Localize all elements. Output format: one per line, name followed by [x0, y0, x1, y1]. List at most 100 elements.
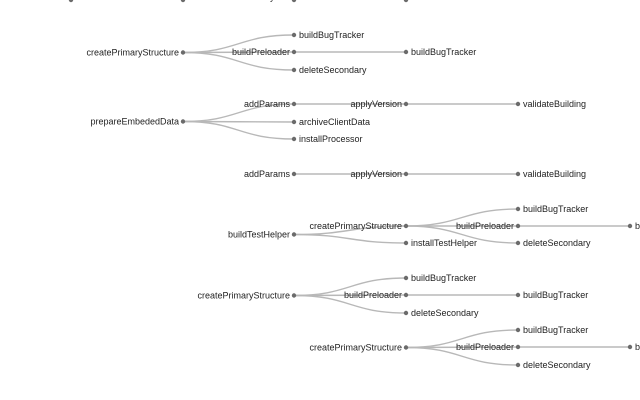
node-dot[interactable]: [291, 67, 297, 73]
tree-node[interactable]: buildBugTracker: [403, 273, 476, 283]
node-dot[interactable]: [515, 240, 521, 246]
tree-node[interactable]: createPrimaryStructure: [86, 48, 186, 58]
node-label: applyVersion: [350, 99, 402, 109]
node-dot[interactable]: [515, 223, 521, 229]
tree-node[interactable]: buildBugTracker: [403, 47, 476, 57]
node-dot[interactable]: [291, 119, 297, 125]
tree-node[interactable]: buildBugTracker: [291, 30, 364, 40]
node-label: createPrimaryStructure: [309, 343, 402, 353]
tree-node[interactable]: minifyCss: [251, 0, 297, 3]
node-label: buildPreloader: [232, 47, 290, 57]
tree-node[interactable]: buildPreloader: [456, 342, 521, 352]
node-label: buildPreloader: [456, 342, 514, 352]
node-dot[interactable]: [180, 0, 186, 3]
node-dot[interactable]: [515, 171, 521, 177]
tree-node[interactable]: addParams: [244, 169, 297, 179]
tree-node[interactable]: b: [627, 342, 640, 352]
node-dot[interactable]: [627, 223, 633, 229]
node-label: b: [635, 342, 640, 352]
node-dot[interactable]: [180, 50, 186, 55]
node-label: b: [635, 221, 640, 231]
node-dot[interactable]: [291, 136, 297, 142]
node-label: minifyCss: [251, 0, 291, 2]
node-dot[interactable]: [515, 344, 521, 350]
node-dot[interactable]: [403, 101, 409, 107]
node-label: prepareEmbededData: [90, 117, 179, 127]
node-dot[interactable]: [403, 0, 409, 3]
tree-node[interactable]: createPrimaryStructure: [309, 343, 409, 353]
tree-link: [405, 225, 519, 244]
node-dot[interactable]: [515, 362, 521, 368]
node-dot[interactable]: [515, 327, 521, 333]
node-dot[interactable]: [515, 206, 521, 212]
tree-node[interactable]: addParams: [244, 99, 297, 109]
node-dot[interactable]: [403, 345, 409, 350]
node-dot[interactable]: [291, 32, 297, 38]
node-label: deleteSecondary: [411, 308, 479, 318]
node-label: addParams: [244, 99, 291, 109]
node-dot[interactable]: [291, 293, 297, 298]
node-dot[interactable]: [515, 101, 521, 107]
tree-node[interactable]: renameVarsInFiles: [104, 0, 186, 3]
tree-link: [182, 120, 295, 140]
tree-node[interactable]: installProcessor: [291, 134, 363, 144]
node-label: archiveClientData: [299, 117, 370, 127]
tree-node[interactable]: buildHaxe: [27, 0, 74, 3]
tree-node[interactable]: createPrimaryStructure: [197, 291, 297, 301]
tree-node[interactable]: deleteSecondary: [515, 360, 591, 370]
node-dot[interactable]: [291, 49, 297, 55]
tree-node[interactable]: validateBuilding: [515, 99, 586, 109]
tree-node[interactable]: applyVersion: [350, 169, 409, 179]
node-label: buildBugTracker: [411, 47, 476, 57]
node-dot[interactable]: [515, 292, 521, 298]
tree-node[interactable]: installTestHelper: [403, 238, 477, 248]
tree-links: [182, 35, 630, 366]
node-label: buildPreloader: [344, 290, 402, 300]
tree-node[interactable]: buildPreloader: [456, 221, 521, 231]
tree-node[interactable]: buildBugTracker: [515, 204, 588, 214]
node-dot[interactable]: [403, 275, 409, 281]
node-label: deleteSecondary: [523, 238, 591, 248]
tree-link: [405, 346, 519, 366]
tree-node[interactable]: buildBugTracker: [515, 325, 588, 335]
tree-node[interactable]: prepareEmbededData: [90, 117, 186, 127]
node-dot[interactable]: [291, 101, 297, 107]
node-label: buildBugTracker: [299, 30, 364, 40]
node-dot[interactable]: [403, 310, 409, 316]
tree-node[interactable]: applyVersion: [350, 99, 409, 109]
tree-node[interactable]: buildBugTracker: [515, 290, 588, 300]
node-dot[interactable]: [403, 292, 409, 298]
tree-node[interactable]: buildTestHelper: [228, 230, 297, 240]
node-dot[interactable]: [180, 119, 186, 124]
tree-node[interactable]: createPrimaryStructure: [309, 221, 409, 231]
node-label: buildBugTracker: [523, 290, 588, 300]
tree-node[interactable]: deleteSecondary: [515, 238, 591, 248]
tree-node[interactable]: b: [627, 221, 640, 231]
tree-node[interactable]: buildPreloader: [344, 290, 409, 300]
tree-link: [293, 294, 407, 314]
node-dot[interactable]: [291, 171, 297, 177]
node-dot[interactable]: [403, 223, 409, 229]
node-dot[interactable]: [403, 240, 409, 246]
tree-node[interactable]: validateBuilding: [515, 169, 586, 179]
node-label: buildBugTracker: [411, 273, 476, 283]
tree-link: [182, 51, 295, 71]
tree-node[interactable]: deleteSecondary: [403, 308, 479, 318]
node-dot[interactable]: [291, 0, 297, 3]
node-dot[interactable]: [627, 344, 633, 350]
node-label: deleteSecondary: [299, 65, 367, 75]
node-label: buildPreloader: [456, 221, 514, 231]
node-label: buildTestHelper: [228, 230, 290, 240]
tree-node[interactable]: deleteSecondary: [291, 65, 367, 75]
tree-node[interactable]: buildPreloader: [232, 47, 297, 57]
node-dot[interactable]: [68, 0, 74, 3]
node-label: installProcessor: [299, 134, 363, 144]
tree-node[interactable]: archiveClientData: [291, 117, 370, 127]
node-label: validateBuilding: [523, 169, 586, 179]
node-label: renameVarsInFiles: [104, 0, 179, 2]
node-dot[interactable]: [291, 232, 297, 237]
tree-node[interactable]: installMinifier: [403, 0, 463, 3]
node-dot[interactable]: [403, 171, 409, 177]
node-label: createPrimaryStructure: [197, 291, 290, 301]
node-dot[interactable]: [403, 49, 409, 55]
